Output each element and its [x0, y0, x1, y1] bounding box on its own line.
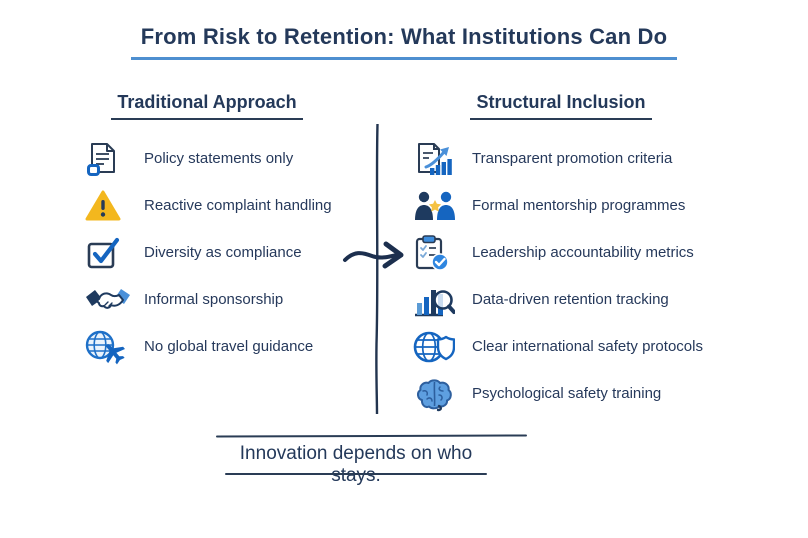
item-label: Policy statements only [144, 150, 294, 167]
list-item: Formal mentorship programmes [413, 182, 709, 229]
list-item: Informal sponsorship [85, 276, 329, 323]
warning-triangle-icon [85, 186, 131, 226]
list-item: Policy statements only [85, 135, 329, 182]
footer-underline [225, 473, 487, 475]
right-column-header: Structural Inclusion [470, 92, 652, 120]
right-header-wrap: Structural Inclusion [413, 92, 709, 120]
mentorship-people-icon [413, 186, 459, 226]
footer-tagline: Innovation depends on who stays. [239, 443, 473, 486]
list-item: Data-driven retention tracking [413, 276, 709, 323]
checkbox-icon [85, 233, 131, 273]
bar-chart-magnifier-icon [413, 280, 459, 320]
list-item: Diversity as compliance [85, 229, 329, 276]
footer-top-line [215, 434, 528, 438]
globe-shield-icon [413, 327, 459, 367]
handshake-icon [85, 280, 131, 320]
clipboard-checklist-icon [413, 233, 459, 273]
item-label: Informal sponsorship [144, 291, 284, 308]
item-label: Reactive complaint handling [144, 197, 332, 214]
list-item: Leadership accountability metrics [413, 229, 709, 276]
item-label: Diversity as compliance [144, 244, 302, 261]
item-label: Leadership accountability metrics [472, 244, 694, 261]
left-column-header: Traditional Approach [111, 92, 303, 120]
globe-airplane-icon [85, 327, 131, 367]
item-label: Transparent promotion criteria [472, 150, 673, 167]
column-divider-line [373, 122, 381, 419]
traditional-approach-column: Traditional Approach Policy statements o… [85, 92, 332, 370]
page-title: From Risk to Retention: What Institution… [130, 24, 678, 60]
item-label: Formal mentorship programmes [472, 197, 686, 214]
document-growth-icon [413, 139, 459, 179]
item-label: Psychological safety training [472, 385, 662, 402]
left-header-wrap: Traditional Approach [85, 92, 329, 120]
brain-icon [413, 374, 459, 414]
left-items-list: Policy statements only Reactive complain… [85, 135, 332, 370]
item-label: No global travel guidance [144, 338, 314, 355]
list-item: Transparent promotion criteria [413, 135, 709, 182]
item-label: Data-driven retention tracking [472, 291, 669, 308]
right-items-list: Transparent promotion criteria Formal me… [413, 135, 709, 417]
item-label: Clear international safety protocols [472, 338, 703, 355]
list-item: Psychological safety training [413, 370, 709, 417]
list-item: No global travel guidance [85, 323, 329, 370]
transition-arrow-icon [342, 236, 408, 281]
structural-inclusion-column: Structural Inclusion [413, 92, 709, 417]
title-wrap: From Risk to Retention: What Institution… [0, 24, 808, 60]
list-item: Reactive complaint handling [85, 182, 332, 229]
list-item: Clear international safety protocols [413, 323, 709, 370]
policy-document-icon [85, 139, 131, 179]
